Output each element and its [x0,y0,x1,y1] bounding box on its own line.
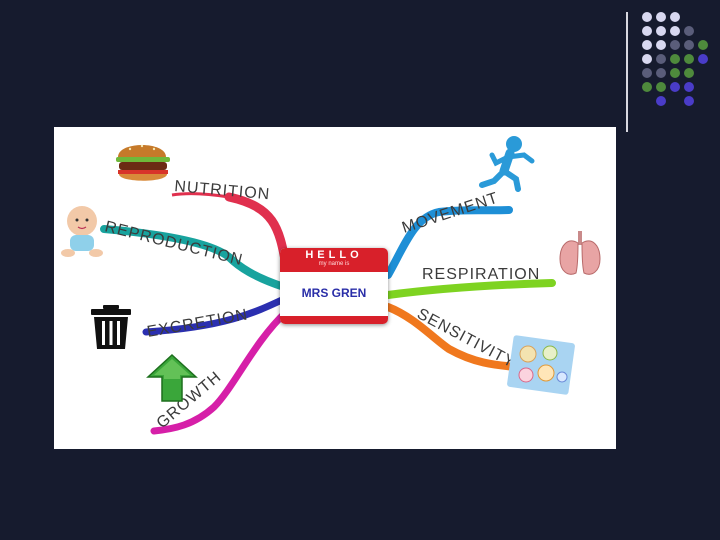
decor-dot [656,96,666,106]
sense-organs-icon [507,335,575,395]
decor-dot [656,12,666,22]
label-respiration: RESPIRATION [422,266,540,283]
decor-dot [684,54,694,64]
trash-bin-icon [91,305,131,349]
burger-icon [116,144,170,181]
mind-map-panel: NUTRITION REPRODUCTION EXCRETION GROWTH … [54,127,616,449]
decor-dot [670,40,680,50]
decor-dot [670,82,680,92]
decor-dot [642,68,652,78]
branch-growth [150,308,290,435]
decor-dot [684,26,694,36]
running-figure-icon [479,136,535,192]
decor-dot [656,54,666,64]
branch-sensitivity [384,303,520,371]
badge-subtitle: my name is [318,261,350,267]
branch-reproduction [100,225,288,291]
label-excretion: EXCRETION [146,306,250,341]
up-arrow-icon [146,353,198,402]
label-nutrition: NUTRITION [174,178,271,203]
decor-dot [656,40,666,50]
decor-dot [698,40,708,50]
decor-dot [684,82,694,92]
label-reproduction: REPRODUCTION [103,218,245,269]
decor-dot [670,54,680,64]
mind-map: NUTRITION REPRODUCTION EXCRETION GROWTH … [61,136,601,435]
decor-dot [670,26,680,36]
decorative-dot-grid [0,0,720,130]
decor-dot [656,68,666,78]
badge-name: MRS GREN [301,286,367,300]
decor-dot [642,12,652,22]
decor-dot [670,12,680,22]
baby-icon [61,206,103,257]
name-badge: HELLO my name is MRS GREN [280,248,388,324]
decor-dot [656,82,666,92]
lungs-icon [559,231,601,275]
badge-header [280,248,388,272]
branch-respiration [384,279,556,299]
decorative-divider [626,12,628,132]
decor-dot [642,26,652,36]
branch-excretion [142,295,288,336]
decor-dot [698,54,708,64]
decor-dot [684,40,694,50]
decor-dot [642,40,652,50]
decor-dot [642,82,652,92]
decor-dot [656,26,666,36]
badge-footer [280,316,388,324]
decor-dot [670,68,680,78]
branch-nutrition-tail [171,192,230,199]
decor-dot [684,96,694,106]
decor-dot [642,54,652,64]
branch-movement [384,206,513,279]
badge-hello-text: HELLO [305,249,363,261]
decor-dot [684,68,694,78]
